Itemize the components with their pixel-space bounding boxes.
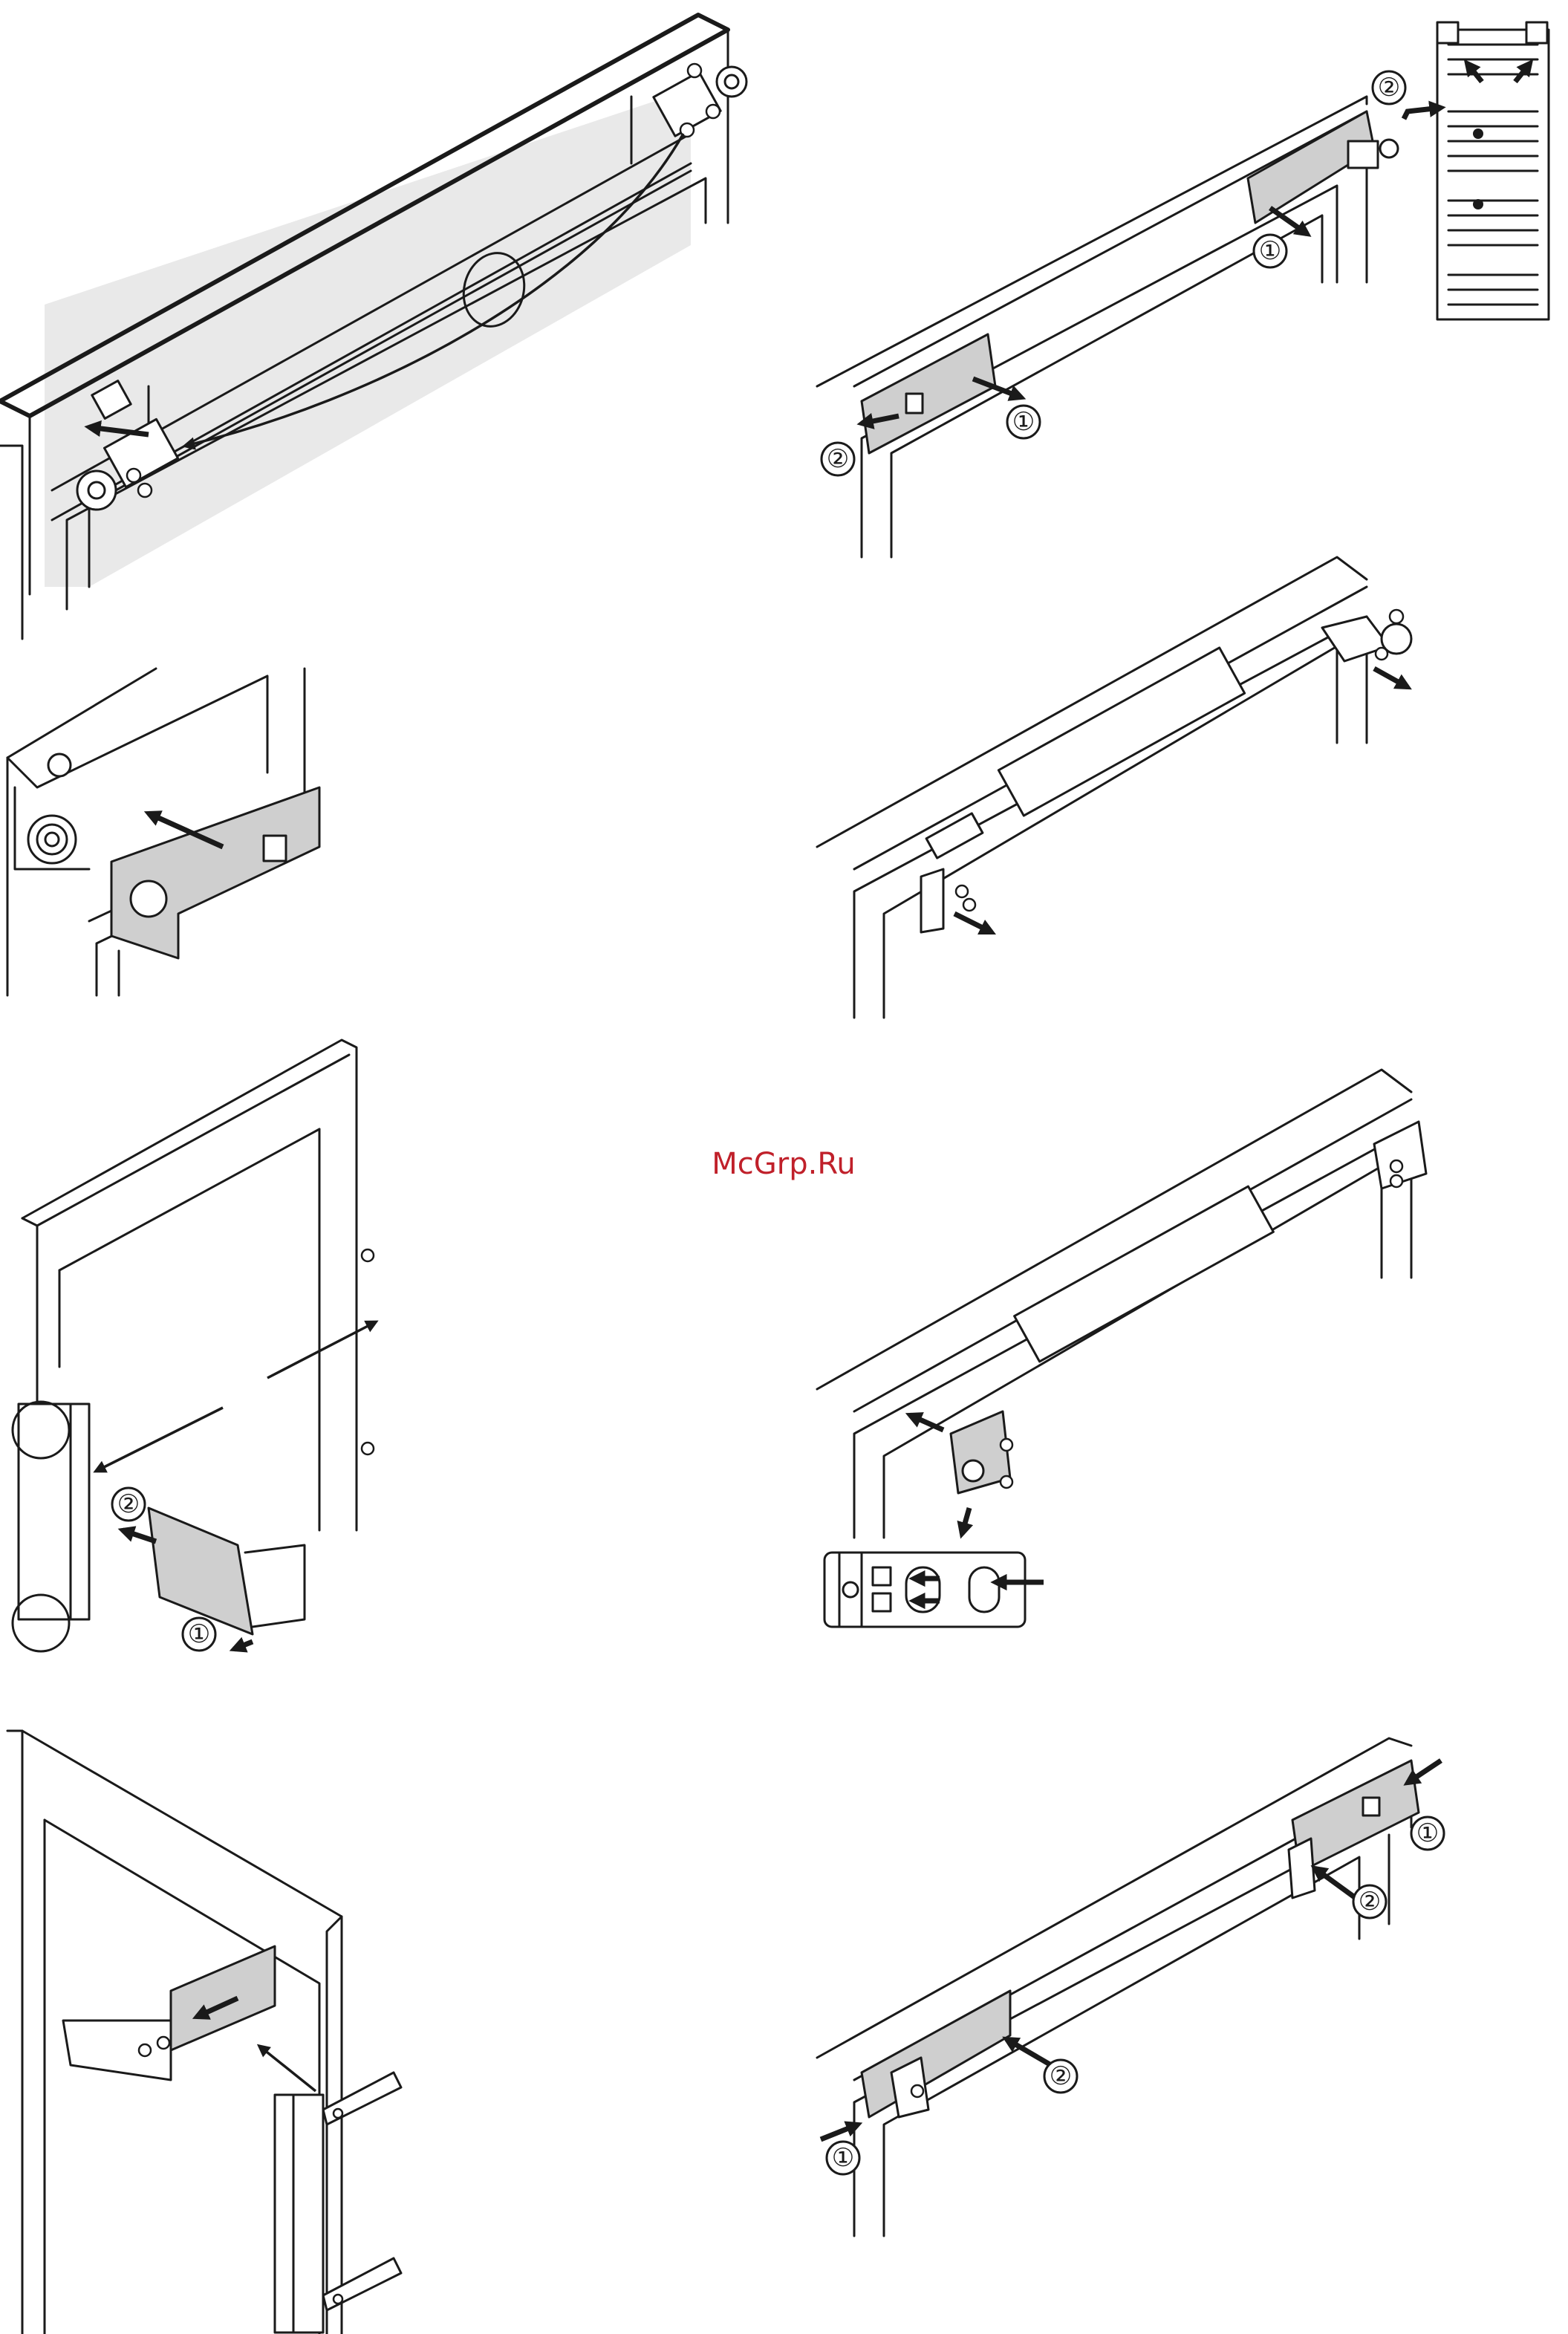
callout-2-right-refit: ②	[1353, 1885, 1386, 1918]
callout-2-left: ②	[822, 443, 854, 475]
callout-1-handle: ①	[183, 1618, 215, 1651]
svg-text:②: ②	[1378, 73, 1400, 103]
callout-1-right: ①	[1254, 235, 1286, 267]
svg-text:①: ①	[1012, 407, 1035, 437]
fridge-thumbnail	[1437, 22, 1549, 319]
svg-text:①: ①	[832, 2143, 854, 2173]
svg-text:①: ①	[1416, 1818, 1439, 1848]
panel-7-fit-handle	[7, 1731, 401, 2334]
callout-1-left-refit: ①	[827, 2142, 859, 2174]
callout-2-top: ②	[1373, 71, 1405, 104]
panel-2-remove-covers: ② ① ② ①	[817, 22, 1549, 557]
panel-3-fit-hinge-cover	[7, 669, 319, 995]
panel-5-door-handle: ② ①	[13, 1040, 375, 1651]
callout-1-right-refit: ①	[1411, 1817, 1444, 1850]
hinge-plate-detail	[824, 1553, 1044, 1627]
svg-text:①: ①	[188, 1619, 210, 1649]
svg-text:②: ②	[117, 1489, 140, 1519]
svg-text:②: ②	[1359, 1887, 1381, 1917]
panel-4-remove-hinge	[817, 557, 1411, 1018]
panel-1-hinge-transfer	[0, 15, 746, 639]
svg-text:②: ②	[1050, 2061, 1072, 2091]
panel-6-hinge-reposition	[817, 1070, 1426, 1627]
callout-1-left: ①	[1007, 406, 1040, 438]
svg-text:①: ①	[1259, 236, 1281, 266]
watermark: McGrp.Ru	[712, 1147, 855, 1181]
callout-2-handle: ②	[112, 1488, 145, 1521]
callout-2-left-refit: ②	[1044, 2060, 1077, 2093]
panel-8-refit-covers: ① ② ② ①	[817, 1738, 1444, 2236]
svg-text:②: ②	[827, 444, 849, 474]
